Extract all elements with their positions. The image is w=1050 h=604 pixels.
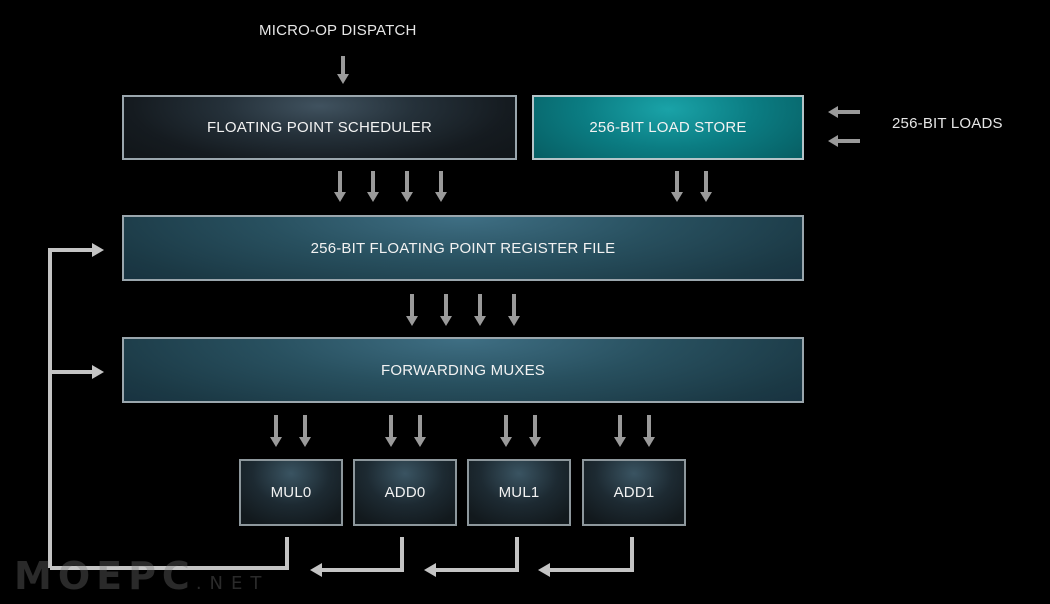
micro-op-dispatch-label: MICRO-OP DISPATCH xyxy=(259,22,417,39)
register-file: 256-BIT FLOATING POINT REGISTER FILE xyxy=(122,215,804,281)
down-arrow xyxy=(270,415,282,447)
down-arrow xyxy=(337,56,349,84)
load-arrows xyxy=(828,106,860,147)
feedback-arrowhead xyxy=(310,563,322,577)
feedback-arrowhead xyxy=(424,563,436,577)
feedback-arrowhead xyxy=(92,365,104,379)
down-arrow xyxy=(614,415,626,447)
register-file-label: 256-BIT FLOATING POINT REGISTER FILE xyxy=(310,239,616,257)
execution-unit-add1: ADD1 xyxy=(582,459,686,526)
forwarding-muxes: FORWARDING MUXES xyxy=(122,337,804,403)
down-arrow xyxy=(529,415,541,447)
down-arrow xyxy=(401,171,413,202)
execution-unit-label: ADD0 xyxy=(384,484,426,501)
feedback-line xyxy=(322,537,404,572)
execution-unit-label: MUL0 xyxy=(270,484,312,501)
execution-unit-label: MUL1 xyxy=(498,484,540,501)
watermark-logo: MOEPC.NET xyxy=(14,554,269,598)
down-arrow xyxy=(385,415,397,447)
load-store-unit-label: 256-BIT LOAD STORE xyxy=(589,119,747,136)
left-arrow xyxy=(828,135,860,147)
watermark-suffix: .NET xyxy=(195,573,270,594)
load-store-unit: 256-BIT LOAD STORE xyxy=(532,95,804,160)
feedback-arrowhead xyxy=(92,243,104,257)
down-arrow xyxy=(500,415,512,447)
down-arrow xyxy=(671,171,683,202)
down-arrow xyxy=(414,415,426,447)
feedback-line xyxy=(48,248,92,568)
down-arrow xyxy=(643,415,655,447)
down-arrow xyxy=(700,171,712,202)
left-arrow xyxy=(828,106,860,118)
execution-unit-add0: ADD0 xyxy=(353,459,457,526)
execution-unit-label: ADD1 xyxy=(613,484,655,501)
floating-point-scheduler: FLOATING POINT SCHEDULER xyxy=(122,95,517,160)
down-arrow xyxy=(406,294,418,326)
down-arrow xyxy=(367,171,379,202)
watermark-brand: MOEPC xyxy=(14,554,196,598)
execution-unit-mul1: MUL1 xyxy=(467,459,571,526)
floating-point-scheduler-label: FLOATING POINT SCHEDULER xyxy=(206,119,433,136)
down-arrow xyxy=(299,415,311,447)
feedback-arrowhead xyxy=(538,563,550,577)
down-arrow xyxy=(508,294,520,326)
loads-label: 256-BIT LOADS xyxy=(892,115,1003,132)
result-feedback-path xyxy=(48,243,634,577)
down-arrow xyxy=(435,171,447,202)
feedback-line xyxy=(550,537,634,572)
down-arrow xyxy=(474,294,486,326)
down-arrow xyxy=(334,171,346,202)
down-arrow xyxy=(440,294,452,326)
feedback-line xyxy=(436,537,519,572)
execution-unit-mul0: MUL0 xyxy=(239,459,343,526)
forwarding-muxes-label: FORWARDING MUXES xyxy=(380,361,546,379)
